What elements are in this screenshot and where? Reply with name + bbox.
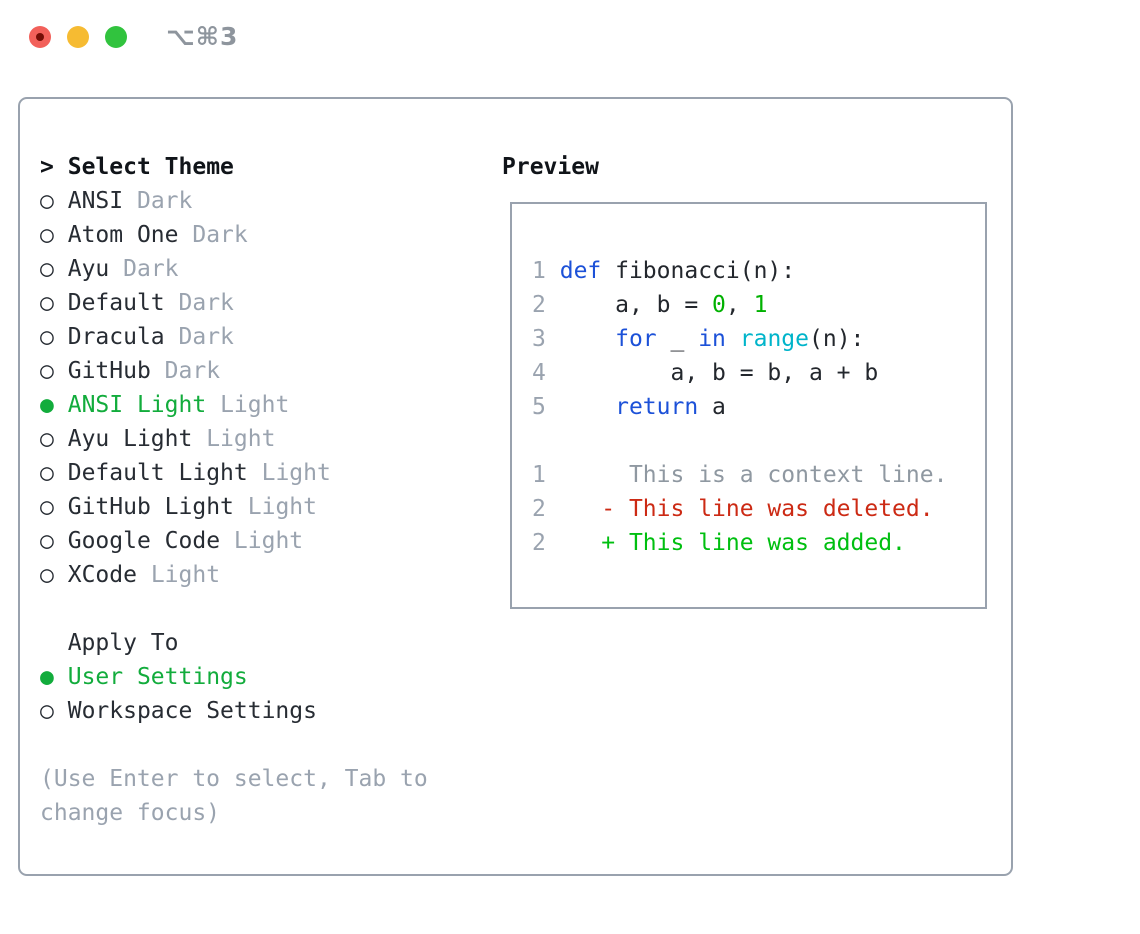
prompt-icon: > <box>40 154 54 180</box>
theme-option-ayu-light[interactable]: ○ Ayu Light Light <box>40 426 276 452</box>
theme-option-github-light[interactable]: ○ GitHub Light Light <box>40 494 317 520</box>
spacer-row <box>40 592 428 626</box>
radio-selected-icon: ● <box>40 664 54 690</box>
code-line: 2 a, b = 0, 1 <box>532 292 768 318</box>
spacer-row <box>532 424 947 458</box>
theme-option-github-dark[interactable]: ○ GitHub Dark <box>40 358 221 384</box>
theme-option-default-light[interactable]: ○ Default Light Light <box>40 460 331 486</box>
spacer-row <box>40 728 428 762</box>
theme-option-ansi-light[interactable]: ● ANSI Light Light <box>40 392 290 418</box>
apply-option-workspace-settings[interactable]: ○ Workspace Settings <box>40 698 317 724</box>
close-button[interactable] <box>29 26 51 48</box>
preview-title: Preview <box>502 154 599 180</box>
radio-icon: ○ <box>40 494 54 520</box>
radio-selected-icon: ● <box>40 392 54 418</box>
diff-added-line: 2 + This line was added. <box>532 530 906 556</box>
code-line: 5 return a <box>532 394 726 420</box>
line-number: 2 <box>532 292 546 318</box>
theme-option-atom-one-dark[interactable]: ○ Atom One Dark <box>40 222 248 248</box>
theme-option-dracula-dark[interactable]: ○ Dracula Dark <box>40 324 234 350</box>
code-line: 3 for _ in range(n): <box>532 326 865 352</box>
minimize-button[interactable] <box>67 26 89 48</box>
radio-icon: ○ <box>40 562 54 588</box>
preview-pane: 1 def fibonacci(n): 2 a, b = 0, 1 3 for … <box>510 202 987 609</box>
line-number: 3 <box>532 326 546 352</box>
radio-icon: ○ <box>40 528 54 554</box>
diff-deleted-line: 2 - This line was deleted. <box>532 496 934 522</box>
code-line: 4 a, b = b, a + b <box>532 360 879 386</box>
theme-list: > Select Theme ○ ANSI Dark ○ Atom One Da… <box>40 150 428 830</box>
close-dot-icon <box>36 33 44 41</box>
radio-icon: ○ <box>40 324 54 350</box>
code-preview: 1 def fibonacci(n): 2 a, b = 0, 1 3 for … <box>532 254 947 560</box>
radio-icon: ○ <box>40 222 54 248</box>
line-number: 5 <box>532 394 546 420</box>
radio-icon: ○ <box>40 188 54 214</box>
theme-option-ansi-dark[interactable]: ○ ANSI Dark <box>40 188 193 214</box>
window-title-shortcut: ⌥⌘3 <box>166 22 239 51</box>
theme-option-ayu-dark[interactable]: ○ Ayu Dark <box>40 256 179 282</box>
apply-to-header: Apply To <box>67 630 179 656</box>
theme-picker-panel: > Select Theme ○ ANSI Dark ○ Atom One Da… <box>18 97 1013 876</box>
line-number: 1 <box>532 258 546 284</box>
radio-icon: ○ <box>40 256 54 282</box>
theme-option-google-code-light[interactable]: ○ Google Code Light <box>40 528 304 554</box>
line-number: 2 <box>532 496 546 522</box>
code-line: 1 def fibonacci(n): <box>532 258 796 284</box>
help-text-line: change focus) <box>40 800 221 826</box>
radio-icon: ○ <box>40 460 54 486</box>
line-number: 2 <box>532 530 546 556</box>
apply-option-user-settings[interactable]: ● User Settings <box>40 664 248 690</box>
radio-icon: ○ <box>40 290 54 316</box>
help-text-line: (Use Enter to select, Tab to <box>40 766 428 792</box>
select-theme-title: Select Theme <box>67 154 234 180</box>
select-theme-header: > Select Theme <box>40 150 428 184</box>
zoom-button[interactable] <box>105 26 127 48</box>
theme-option-default-dark[interactable]: ○ Default Dark <box>40 290 234 316</box>
line-number: 4 <box>532 360 546 386</box>
radio-icon: ○ <box>40 358 54 384</box>
radio-icon: ○ <box>40 698 54 724</box>
line-number: 1 <box>532 462 546 488</box>
theme-option-xcode-light[interactable]: ○ XCode Light <box>40 562 221 588</box>
radio-icon: ○ <box>40 426 54 452</box>
diff-context-line: 1 This is a context line. <box>532 462 948 488</box>
